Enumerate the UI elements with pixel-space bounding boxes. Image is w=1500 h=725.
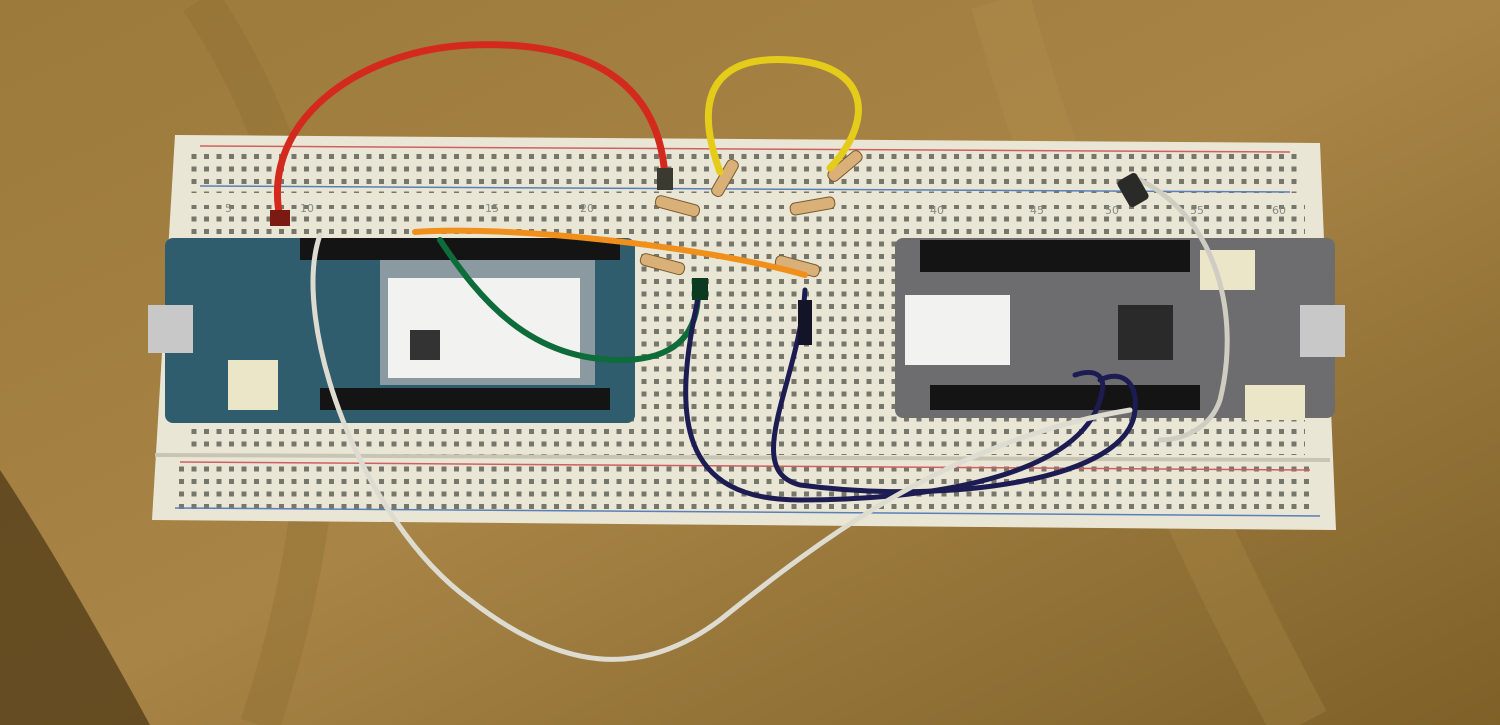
column-number: 55 [1190,204,1204,217]
orange-wire [412,227,808,278]
column-number: 15 [485,202,499,215]
column-number: 50 [1105,204,1119,217]
table-edge-shadow [0,470,150,725]
left-microcontroller-board [148,238,635,423]
column-number: 5 [225,202,232,215]
column-number: 20 [580,202,594,215]
column-number: 60 [1272,204,1286,217]
red-wire [274,41,669,222]
column-number: 45 [1030,204,1044,217]
resistors [639,150,863,278]
yellow-wire [704,56,862,176]
column-number: 10 [300,202,314,215]
rail-red-line [199,145,1291,153]
rail-blue-line [199,185,1291,193]
white-wire [310,232,1133,662]
white-wire [1137,177,1230,443]
jumper-wires [270,41,1230,662]
navy-wire [771,287,1138,495]
right-microcontroller-board [895,238,1345,420]
radio-module-label [905,295,1010,365]
column-number: 40 [930,204,944,217]
